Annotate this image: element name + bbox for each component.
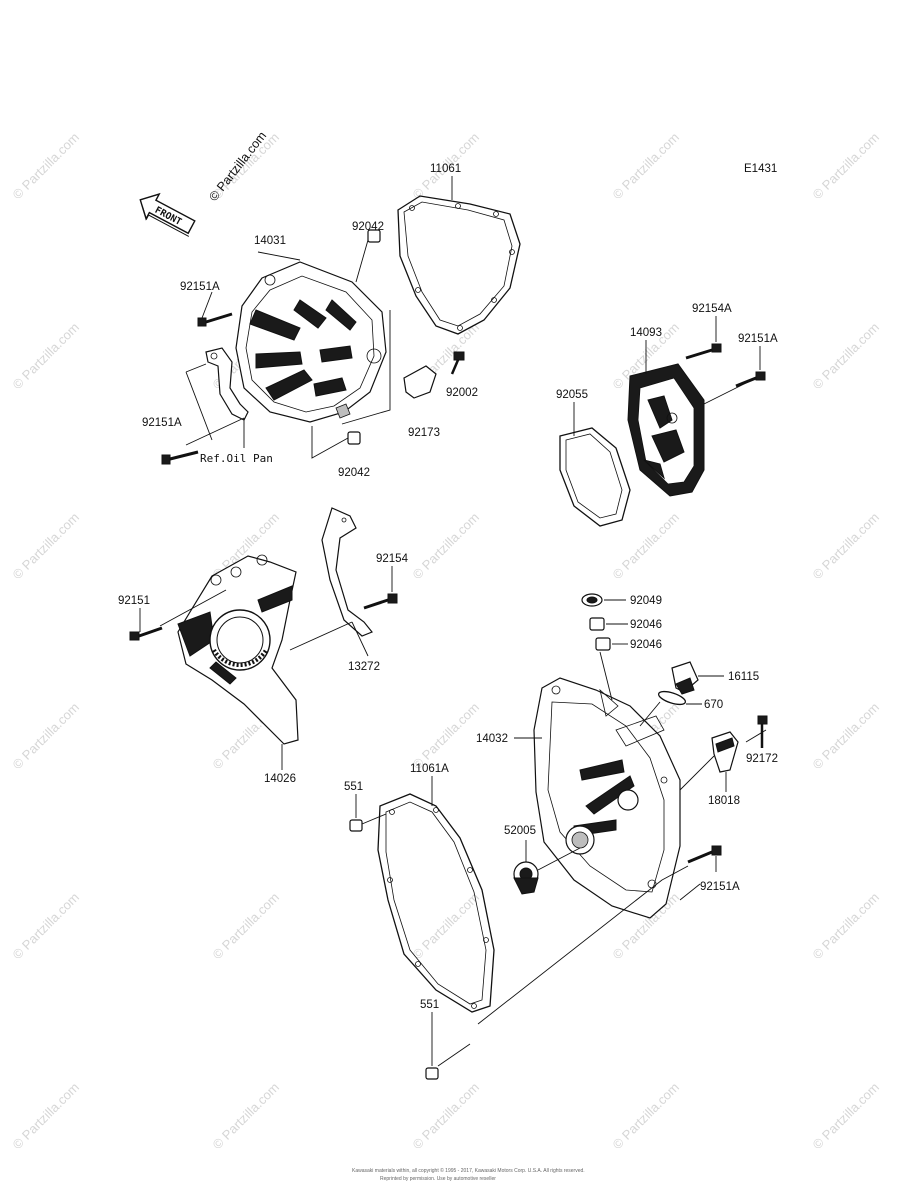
callout-92173: 92173 <box>408 427 440 439</box>
oil-filler-cap-16115 <box>671 661 699 695</box>
leader-18018 <box>679 729 767 792</box>
collar-92046-a <box>589 617 605 631</box>
callout-92046-b: 92046 <box>630 639 662 651</box>
bolt-92151a-right <box>735 346 766 388</box>
callout-11061a: 11061A <box>410 763 449 775</box>
callout-92154: 92154 <box>376 553 409 565</box>
oil-seal-52005 <box>513 861 539 895</box>
callout-92002: 92002 <box>446 387 478 399</box>
bolt-92151a-bottom <box>687 845 722 872</box>
leader-670 <box>639 701 702 727</box>
dowel-551-upper <box>349 819 363 832</box>
bolt-92151a-lower-left <box>161 450 199 465</box>
cap-92049 <box>581 593 603 607</box>
dowel-92042-upper <box>367 229 381 243</box>
callout-92172: 92172 <box>746 753 778 765</box>
watermark: © Partzilla.com <box>10 510 83 583</box>
watermark: © Partzilla.com <box>810 510 883 583</box>
leader-52005 <box>525 840 581 871</box>
watermark: © Partzilla.com <box>810 320 883 393</box>
watermark: © Partzilla.com <box>10 1080 83 1153</box>
watermark: © Partzilla.com <box>810 890 883 963</box>
callout-14032: 14032 <box>476 733 508 745</box>
callout-14093: 14093 <box>630 327 662 339</box>
copyright-line-1: Kawasaki materials within, all copyright… <box>352 1167 585 1174</box>
leader-cover-bottom <box>477 865 701 1025</box>
leader-551-lower <box>431 1012 471 1067</box>
gasket-92055 <box>559 427 631 527</box>
pickup-92173 <box>403 351 465 399</box>
bracket-18018 <box>711 731 739 773</box>
watermark: © Partzilla.com <box>10 890 83 963</box>
clutch-cover-14032 <box>533 677 681 919</box>
callout-92151a-upper-left: 92151A <box>180 281 220 293</box>
leader-cover-right <box>257 239 391 459</box>
callout-92042-top: 92042 <box>352 221 384 233</box>
callout-92151: 92151 <box>118 595 150 607</box>
callout-670: 670 <box>704 699 723 711</box>
diagram-code: E1431 <box>744 163 777 175</box>
watermark: © Partzilla.com <box>810 130 883 203</box>
collar-92046-b <box>595 637 611 651</box>
watermark: © Partzilla.com <box>610 130 683 203</box>
callout-13272: 13272 <box>348 661 380 673</box>
callout-92055: 92055 <box>556 389 588 401</box>
callout-92151a-right: 92151A <box>738 333 778 345</box>
callout-11061: 11061 <box>430 163 461 175</box>
callout-92151a-bottom: 92151A <box>700 881 740 893</box>
sprocket-cover-14026 <box>177 554 299 745</box>
front-direction-arrow: FRONT <box>139 192 196 237</box>
callout-14031: 14031 <box>254 235 286 247</box>
dowel-551-lower <box>425 1067 439 1080</box>
leader-collars-to-cover <box>599 651 613 701</box>
watermark: © Partzilla.com <box>10 320 83 393</box>
bracket-left <box>205 347 249 421</box>
watermark: © Partzilla.com <box>10 700 83 773</box>
gasket-13272 <box>321 507 373 637</box>
callout-92049: 92049 <box>630 595 662 607</box>
callout-551-lower: 551 <box>420 999 439 1011</box>
watermark: © Partzilla.com <box>410 510 483 583</box>
watermark: © Partzilla.com <box>410 890 483 963</box>
watermark-layer: © Partzilla.com © Partzilla.com © Partzi… <box>10 130 883 1153</box>
watermark: © Partzilla.com <box>10 130 83 203</box>
leader-13272 <box>289 621 369 657</box>
cover-14093 <box>627 363 705 497</box>
callout-92046-a: 92046 <box>630 619 662 631</box>
callout-92151a-lower-left: 92151A <box>142 417 182 429</box>
callout-14026: 14026 <box>264 773 296 785</box>
copyright-line-2: Reprinted by permission. Use by automoti… <box>380 1176 496 1182</box>
watermark: © Partzilla.com <box>610 1080 683 1153</box>
leader-551-upper <box>355 794 387 825</box>
leader-14093 <box>645 340 749 405</box>
bolt-92154 <box>363 566 398 610</box>
bolt-92151a-upper-left <box>197 291 233 327</box>
bolt-92172 <box>757 715 768 748</box>
watermark: © Partzilla.com <box>810 700 883 773</box>
generator-cover-14031 <box>235 261 387 423</box>
callout-551-upper: 551 <box>344 781 363 793</box>
watermark: © Partzilla.com <box>210 1080 283 1153</box>
watermark: © Partzilla.com <box>210 890 283 963</box>
watermark: © Partzilla.com <box>410 1080 483 1153</box>
gasket-11061 <box>397 195 521 335</box>
gasket-11061a <box>377 793 495 1013</box>
callout-92042-bottom: 92042 <box>338 467 370 479</box>
oring-670 <box>657 690 687 706</box>
callout-92154a: 92154A <box>692 303 732 315</box>
bolt-92154a <box>685 316 722 360</box>
leader-bracket-lines <box>185 363 245 448</box>
callout-18018: 18018 <box>708 795 740 807</box>
watermark: © Partzilla.com <box>410 700 483 773</box>
bolt-92151 <box>129 589 227 641</box>
watermark: © Partzilla.com <box>810 1080 883 1153</box>
callout-52005: 52005 <box>504 825 536 837</box>
callout-16115: 16115 <box>728 671 759 683</box>
partzilla-watermark-dark: © Partzilla.com <box>206 129 269 204</box>
dowel-92042-lower <box>347 431 361 445</box>
ref-note-oil-pan: Ref.Oil Pan <box>200 452 273 465</box>
